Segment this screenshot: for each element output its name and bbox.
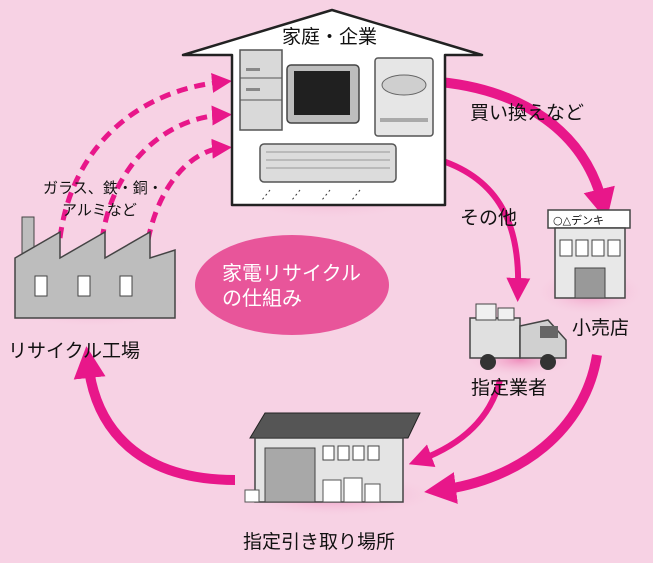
retailer-store — [547, 209, 631, 299]
other-label: その他 — [460, 207, 518, 229]
diagram-title-line2: の仕組み — [222, 286, 302, 310]
recycling-plant-label: リサイクル工場 — [8, 340, 141, 362]
materials-label-line1: ガラス、鉄・銅・ — [43, 179, 163, 197]
collection-site-label: 指定引き取り場所 — [243, 531, 396, 553]
diagram-title: 家電リサイクル の仕組み — [222, 261, 361, 311]
factory-icon — [14, 216, 176, 319]
warehouse-icon — [244, 412, 421, 503]
trader-label: 指定業者 — [471, 377, 548, 399]
arrow-home-to-trader — [439, 157, 531, 302]
diagram-title-line1: 家電リサイクル — [222, 261, 361, 285]
arrow-trader-to-site — [408, 379, 503, 468]
arrow-retailer-to-site — [424, 354, 602, 504]
washing-machine-icon — [374, 57, 434, 137]
replacement-label: 買い換えなど — [470, 102, 585, 124]
home-house — [181, 8, 484, 207]
truck-icon — [469, 303, 567, 370]
home-label: 家庭・企業 — [282, 26, 378, 48]
air-conditioner-icon — [259, 143, 397, 201]
arrow-home-to-retailer — [439, 77, 615, 221]
material-arrows — [57, 73, 232, 241]
retailer-label: 小売店 — [572, 317, 630, 339]
materials-label-line2: アルミなど — [62, 201, 137, 219]
arrow-site-to-plant — [73, 346, 236, 485]
television-icon — [286, 64, 360, 124]
center-bubble — [195, 235, 389, 335]
store-sign: ○△デンキ — [553, 214, 605, 227]
refrigerator-icon — [239, 49, 283, 131]
